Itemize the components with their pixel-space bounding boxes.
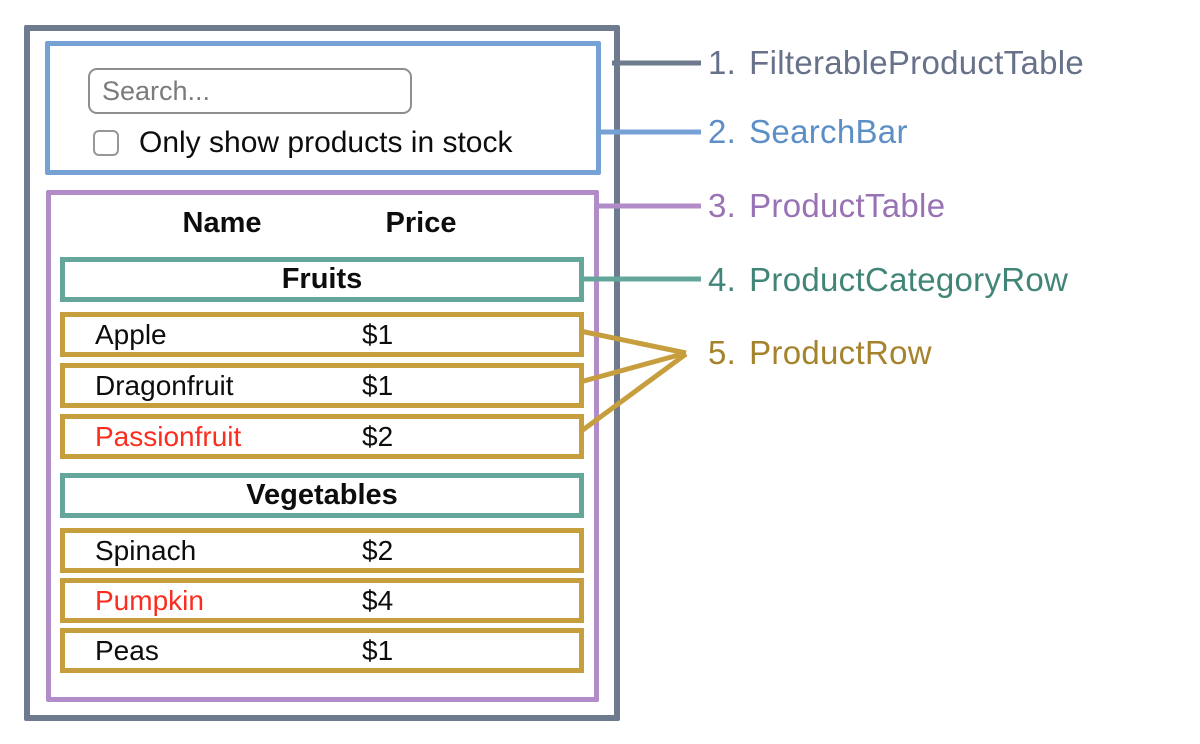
column-header-price: Price [385,207,457,239]
product-row-passionfruit: Passionfruit $2 [60,414,584,459]
legend-number: 1. [708,44,737,81]
in-stock-checkbox-label: Only show products in stock [139,126,513,159]
product-row-pumpkin: Pumpkin $4 [60,578,584,623]
product-row-apple: Apple $1 [60,312,584,357]
category-label: Vegetables [246,479,398,511]
category-row-vegetables: Vegetables [60,473,584,518]
search-bar-box: Only show products in stock [45,41,601,175]
search-input[interactable] [88,68,412,114]
legend-number: 4. [708,261,737,298]
legend-label: FilterableProductTable [749,44,1085,81]
product-price: $2 [362,420,394,452]
product-price: $1 [362,369,394,401]
legend-item-product-row: 5. ProductRow [708,332,932,374]
legend-label: ProductTable [749,187,946,224]
category-label: Fruits [281,263,363,295]
legend-item-filterable-product-table: 1. FilterableProductTable [708,42,1084,84]
product-name: Pumpkin [95,584,204,616]
product-table-box: Name Price Fruits Apple $1 Dragonfruit $… [46,190,599,702]
product-price: $4 [362,584,394,616]
product-name: Peas [95,634,159,666]
product-price: $1 [362,318,394,350]
legend-label: SearchBar [749,113,908,150]
product-name: Dragonfruit [95,369,234,401]
product-name: Apple [95,318,167,350]
product-row-spinach: Spinach $2 [60,528,584,573]
legend-item-product-table: 3. ProductTable [708,185,945,227]
legend-number: 2. [708,113,737,150]
legend-item-product-category-row: 4. ProductCategoryRow [708,259,1068,301]
product-price: $1 [362,634,394,666]
legend-label: ProductRow [749,334,932,371]
product-price: $2 [362,534,394,566]
legend-number: 5. [708,334,737,371]
product-name: Passionfruit [95,420,242,452]
product-name: Spinach [95,534,197,566]
in-stock-checkbox[interactable] [93,130,119,156]
legend-label: ProductCategoryRow [749,261,1069,298]
product-row-dragonfruit: Dragonfruit $1 [60,363,584,408]
category-row-fruits: Fruits [60,257,584,302]
column-header-name: Name [182,207,262,239]
legend-number: 3. [708,187,737,224]
product-row-peas: Peas $1 [60,628,584,673]
legend-item-search-bar: 2. SearchBar [708,111,908,153]
